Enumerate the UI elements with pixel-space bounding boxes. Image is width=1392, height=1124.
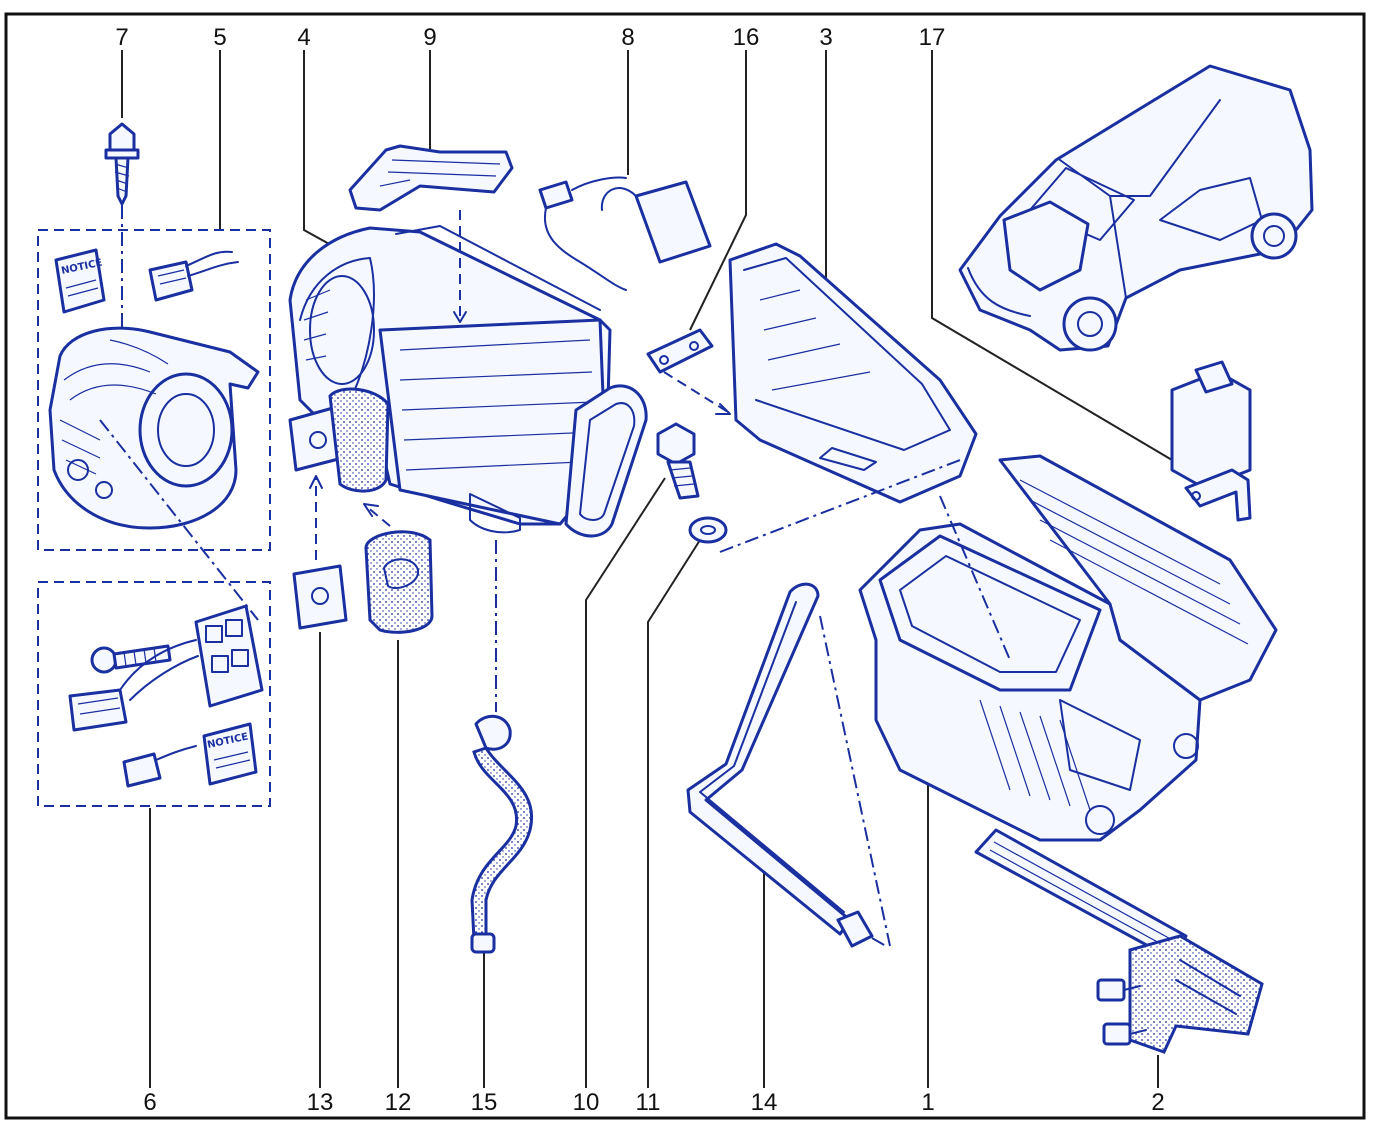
callout-15: 15	[471, 950, 498, 1116]
callout-16: 16	[689, 24, 760, 331]
heater-housing-icon	[858, 454, 1278, 842]
heater-matrix-icon	[974, 828, 1264, 1054]
callout-1: 1	[921, 770, 935, 1116]
callout-11: 11	[636, 539, 701, 1116]
callout-number-6: 6	[143, 1089, 156, 1116]
heater-housing-icon	[288, 225, 612, 534]
wiring-connector-icon	[68, 688, 128, 732]
callout-3: 3	[819, 24, 833, 280]
blower-motor-icon	[48, 326, 260, 530]
bracket-icon	[646, 328, 731, 415]
callout-7: 7	[115, 24, 129, 118]
pipe-icon	[686, 582, 891, 948]
callout-number-17: 17	[919, 24, 946, 51]
air-distributor-icon	[728, 242, 978, 504]
bolt-icon	[656, 422, 700, 500]
callout-number-4: 4	[297, 24, 310, 51]
callout-2: 2	[1151, 1055, 1165, 1116]
notice-booklet-icon: NOTICE	[202, 722, 258, 786]
air-duct-icon	[564, 384, 648, 538]
callout-number-14: 14	[751, 1089, 778, 1116]
kit-5-box: NOTICE	[37, 229, 271, 551]
callout-number-8: 8	[621, 24, 634, 51]
screw-icon	[104, 122, 140, 330]
van-icon	[958, 64, 1314, 352]
notice-booklet-icon: NOTICE	[54, 248, 106, 314]
callout-number-7: 7	[115, 24, 128, 51]
callout-number-11: 11	[636, 1089, 661, 1116]
wiring-connector-icon	[148, 250, 239, 302]
callout-number-12: 12	[385, 1089, 412, 1116]
pipe-icon	[1096, 978, 1147, 1046]
drain-hose-icon	[470, 540, 534, 954]
callout-9: 9	[423, 24, 437, 150]
callout-14: 14	[751, 870, 778, 1116]
relay-icon	[1170, 360, 1252, 522]
electronic-module-icon	[538, 176, 712, 291]
callout-number-15: 15	[471, 1089, 498, 1116]
callout-4: 4	[297, 24, 341, 251]
callout-10: 10	[573, 477, 666, 1116]
callout-number-9: 9	[423, 24, 436, 51]
callout-17: 17	[919, 24, 1173, 461]
callout-8: 8	[621, 24, 635, 175]
callout-number-5: 5	[213, 24, 226, 51]
callout-number-10: 10	[573, 1089, 600, 1116]
callout-number-16: 16	[733, 24, 760, 51]
kit-6-box: NOTICE	[37, 581, 271, 807]
callout-number-3: 3	[819, 24, 832, 51]
wiring-connector-icon	[122, 745, 197, 788]
washer-icon	[688, 459, 961, 553]
callout-5: 5	[213, 24, 227, 230]
callout-number-13: 13	[307, 1089, 334, 1116]
foam-seal-icon	[328, 387, 434, 634]
resistor-pack-icon	[119, 604, 264, 708]
air-duct-icon	[348, 144, 514, 323]
callout-6: 6	[143, 808, 157, 1116]
diagram-frame	[4, 12, 1366, 1120]
callout-13: 13	[307, 632, 334, 1116]
callout-12: 12	[385, 640, 412, 1116]
screw-icon	[90, 644, 172, 674]
callout-number-2: 2	[1151, 1089, 1164, 1116]
callout-number-1: 1	[921, 1089, 934, 1116]
